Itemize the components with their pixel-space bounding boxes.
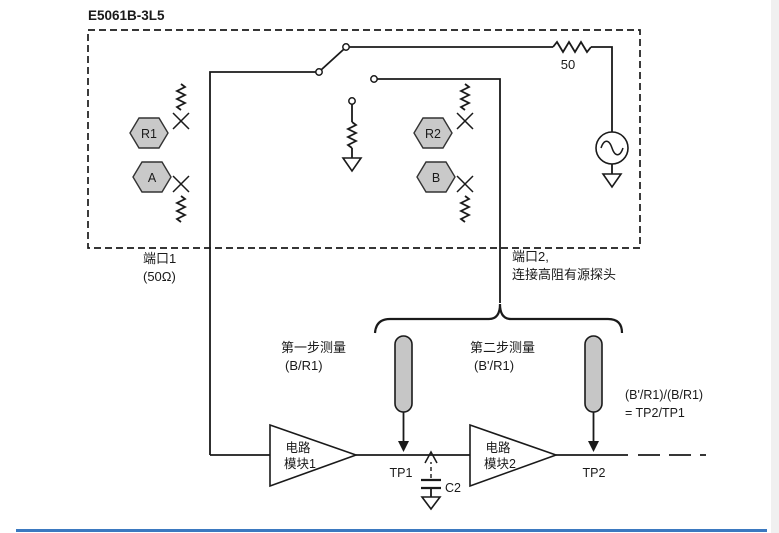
receiver-chain-left: R1 A [129, 83, 190, 223]
receiver-node-a [132, 161, 172, 193]
port1-wire [209, 71, 316, 455]
resistor-icon [458, 83, 472, 111]
step1-label-line1: 第一步测量 [281, 340, 346, 355]
ground-icon [601, 173, 623, 189]
receiver-a-label: A [148, 171, 157, 185]
c2-branch: C2 [420, 450, 461, 511]
up-arrow-icon [424, 450, 438, 464]
source-wire-down [591, 46, 613, 132]
receiver-chain-right: R2 B [413, 83, 474, 223]
receiver-node-r1 [129, 117, 169, 149]
receiver-node-r2 [413, 117, 453, 149]
mixer-icon [172, 175, 190, 193]
dut-module-1: 电路 模块1 [269, 423, 359, 488]
module1-label-line1: 电路 [285, 440, 311, 455]
amplifier-icon [269, 423, 359, 488]
resistor-icon [174, 195, 188, 223]
dut-module-2: 电路 模块2 [469, 423, 559, 488]
switch-contact-termination [348, 97, 356, 105]
mixer-icon [456, 175, 474, 193]
resistor-icon [174, 83, 188, 111]
source-impedance-label: 50 [561, 57, 575, 72]
amplifier-icon [469, 423, 559, 488]
tp1-label: TP1 [390, 466, 413, 480]
active-probe-2 [584, 335, 603, 452]
result-formula-line1: (B'/R1)/(B/R1) [625, 388, 703, 402]
port1-label-line1: 端口1 [143, 251, 176, 266]
c2-label: C2 [445, 481, 461, 495]
module2-label-line2: 模块2 [484, 457, 516, 471]
receiver-r1-label: R1 [141, 127, 157, 141]
diagram-title: E5061B-3L5 [88, 8, 165, 23]
mixer-icon [172, 112, 190, 130]
resistor-icon [458, 195, 472, 223]
receiver-r2-label: R2 [425, 127, 441, 141]
down-arrow-icon [588, 441, 599, 452]
switch-contact-right [370, 75, 378, 83]
ground-icon [341, 157, 363, 173]
switch-contact-left [315, 68, 323, 76]
capacitor-icon [421, 478, 441, 490]
ground-icon [420, 496, 442, 511]
probe-body [584, 335, 603, 413]
port2-label-line1: 端口2, [512, 249, 549, 264]
resistor-icon [552, 40, 592, 54]
tp2-label: TP2 [583, 466, 606, 480]
step2-label-line1: 第二步测量 [470, 340, 535, 355]
down-arrow-icon [398, 441, 409, 452]
switch-pole [342, 43, 350, 51]
source-switch-icon [315, 43, 378, 105]
switch-arm [320, 48, 345, 71]
step2-label-line2: (B'/R1) [474, 358, 514, 373]
port2-brace [373, 303, 624, 334]
mixer-icon [456, 112, 474, 130]
active-probe-1 [394, 335, 413, 452]
signal-source-icon [595, 131, 629, 165]
port1-label-line2: (50Ω) [143, 269, 176, 284]
page-edge [771, 0, 779, 533]
resistor-icon [345, 121, 359, 149]
port2-wire [377, 78, 501, 303]
page-footer-rule [16, 529, 767, 532]
receiver-node-b [416, 161, 456, 193]
step1-label-line2: (B/R1) [285, 358, 323, 373]
port2-label-line2: 连接高阻有源探头 [512, 267, 616, 282]
probe-body [394, 335, 413, 413]
module1-label-line2: 模块1 [284, 457, 316, 471]
sine-wave [600, 140, 624, 156]
receiver-b-label: B [432, 171, 440, 185]
analyzer-dashed-box [87, 29, 641, 249]
module2-label-line1: 电路 [485, 440, 511, 455]
result-formula-line2: = TP2/TP1 [625, 406, 685, 420]
